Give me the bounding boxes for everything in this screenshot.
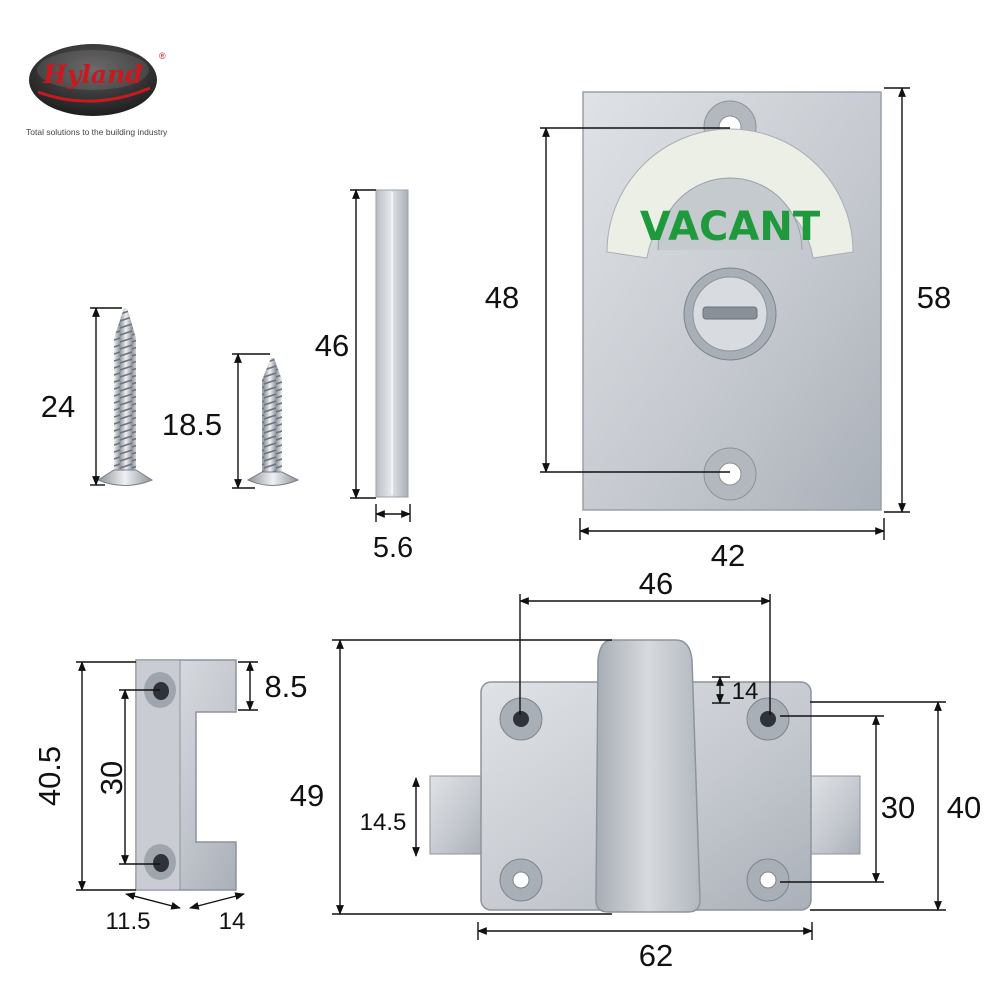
dim-lock-width: 62 (639, 938, 673, 973)
dim-plate-width: 42 (711, 538, 745, 573)
dim-keeper-depth: 11.5 (106, 908, 151, 935)
screw-long (96, 308, 154, 486)
dim-keeper-hole-spacing: 30 (94, 761, 129, 795)
dim-screw-long: 24 (41, 389, 75, 424)
dim-lock-handle-offset: 14 (732, 678, 759, 705)
slide-lock (429, 639, 861, 913)
vacant-sign: VACANT (640, 204, 821, 250)
dim-lock-hole-spacing-v: 30 (881, 790, 915, 825)
dim-keeper-height: 40.5 (32, 746, 67, 806)
dim-screw-short: 18.5 (162, 407, 222, 442)
dim-spindle-length: 46 (315, 328, 349, 363)
brand-wordmark: Hyland (42, 60, 143, 89)
brand-tagline: Total solutions to the building industry (26, 127, 168, 137)
dimension-lines (76, 87, 946, 940)
dim-plate-hole-spacing: 48 (485, 280, 519, 315)
dim-spindle-width: 5.6 (373, 532, 413, 564)
dim-lock-height-total: 49 (290, 778, 324, 813)
dim-plate-height: 58 (917, 280, 951, 315)
dim-lock-bolt-height: 14.5 (360, 809, 407, 836)
dim-keeper-width: 14 (219, 908, 246, 935)
keeper (135, 659, 237, 891)
turn-slot-icon (702, 306, 758, 320)
indicator-plate: VACANT (582, 91, 882, 511)
dim-lock-body-height: 40 (947, 790, 981, 825)
registered-mark: ® (159, 51, 166, 61)
dim-lock-hole-spacing-h: 46 (639, 566, 673, 601)
screw-short (246, 358, 300, 486)
dim-keeper-top-offset: 8.5 (264, 669, 307, 704)
brand-logo: Hyland ® (29, 44, 166, 116)
slide-handle (595, 639, 701, 913)
spindle (375, 189, 409, 498)
